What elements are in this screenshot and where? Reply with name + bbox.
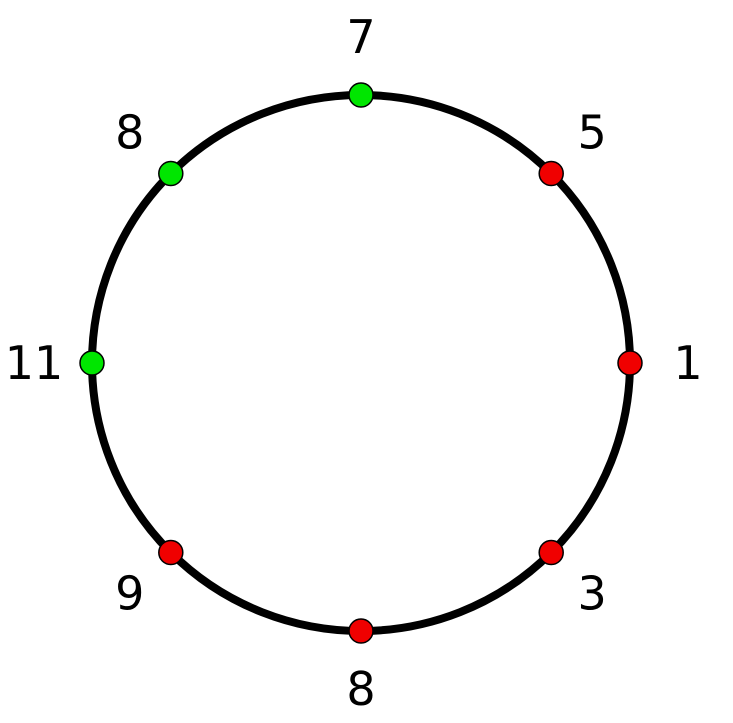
ring-labels: 7 8 11 9 8 3 1 5 — [5, 10, 703, 716]
node-dot-lower-right — [538, 539, 564, 566]
node-label-bottom: 8 — [346, 662, 375, 716]
node-label-lower-left: 9 — [115, 567, 144, 621]
node-dot-lower-left — [158, 539, 184, 566]
node-label-top: 7 — [346, 10, 375, 64]
node-label-left: 11 — [5, 336, 64, 390]
node-dot-bottom — [348, 618, 374, 644]
node-label-upper-left: 8 — [115, 106, 144, 160]
node-dot-top — [348, 82, 374, 108]
node-dot-right — [617, 350, 643, 376]
node-dot-left — [79, 350, 105, 376]
ring-nodes — [79, 82, 643, 644]
node-label-upper-right: 5 — [578, 106, 607, 160]
node-dot-upper-right — [538, 160, 564, 187]
node-dot-upper-left — [158, 160, 184, 187]
node-label-right: 1 — [673, 336, 702, 390]
node-label-lower-right: 3 — [578, 567, 607, 621]
